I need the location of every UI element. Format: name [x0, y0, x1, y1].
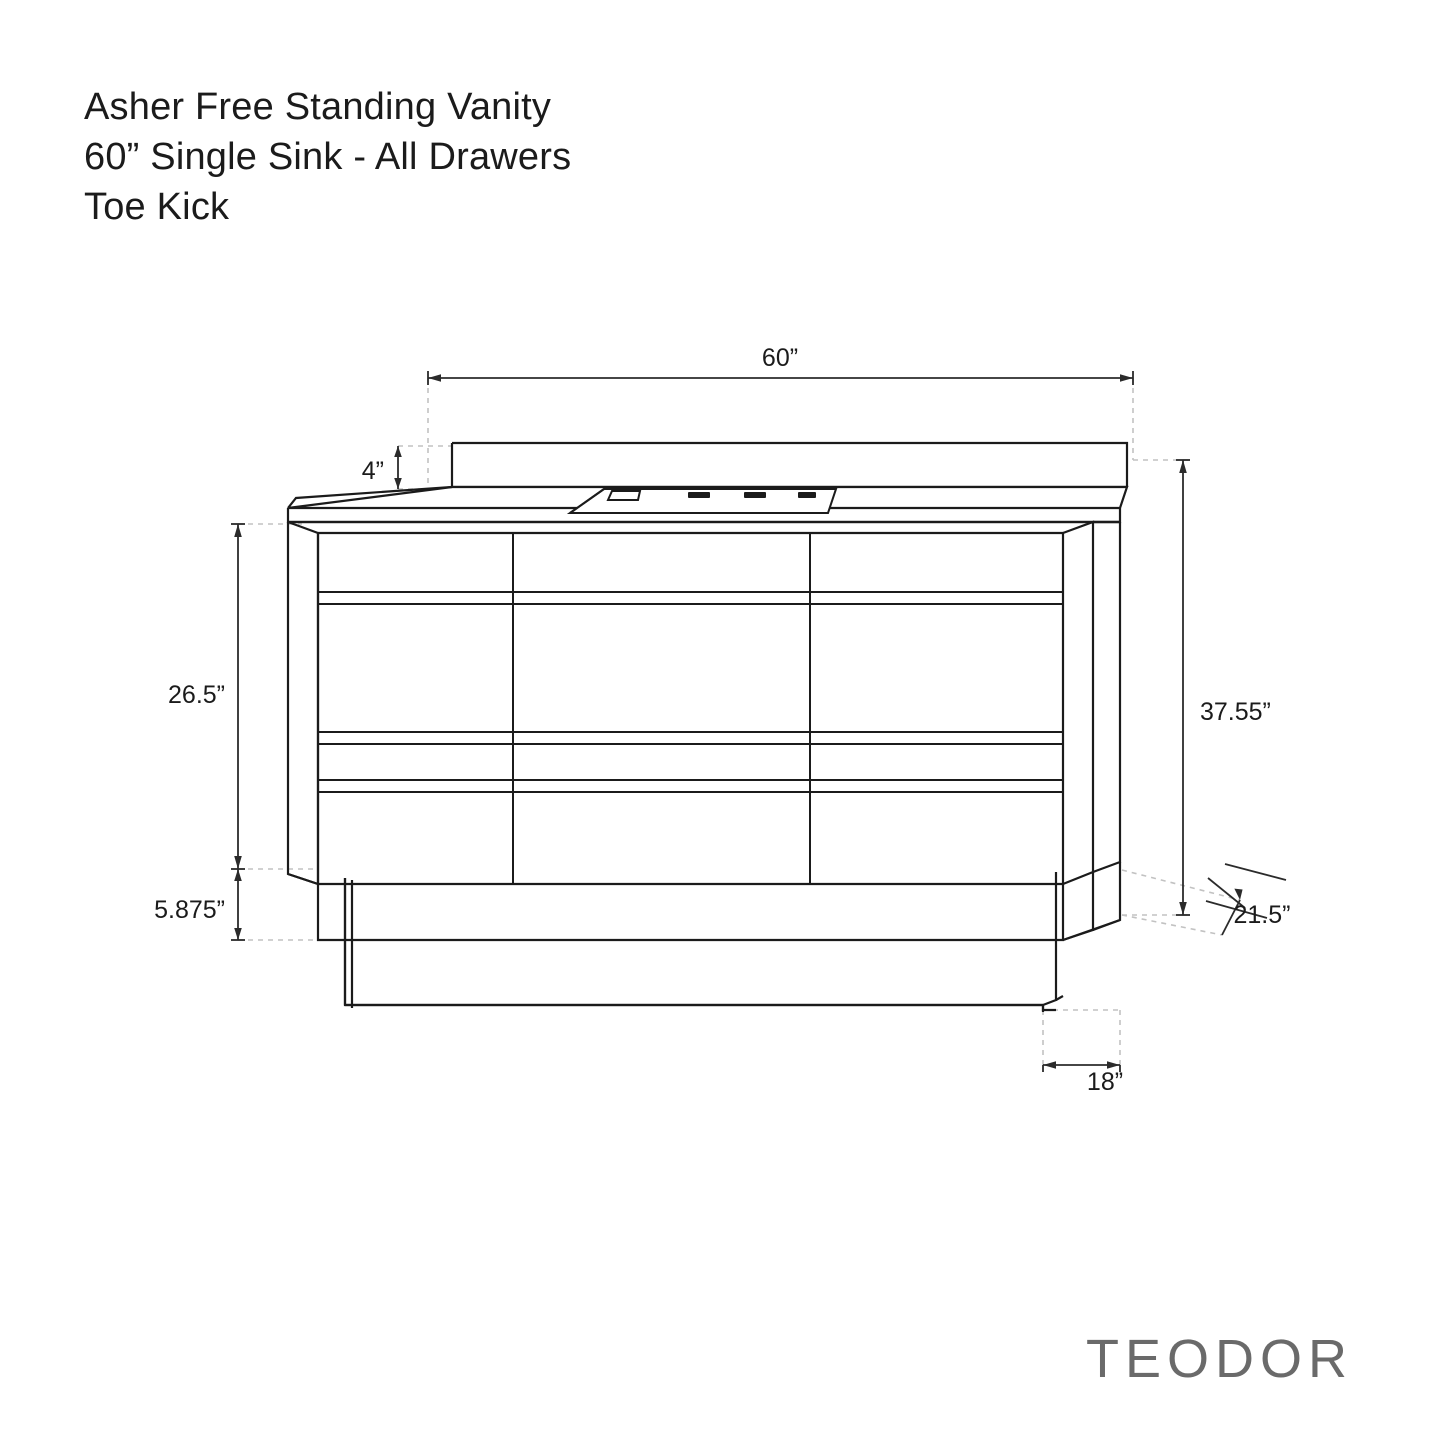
dimension-lines: [231, 371, 1287, 1072]
brand-logo: TEODOR: [1085, 1329, 1353, 1389]
base-footprint: [343, 872, 1064, 1012]
page-title: Asher Free Standing Vanity 60” Single Si…: [84, 82, 571, 232]
extension-lines: [238, 378, 1241, 1070]
drawer-fronts: [318, 533, 1063, 884]
faucet-holes: [688, 492, 816, 498]
backsplash: [450, 441, 1129, 489]
sink-cutout: [566, 488, 838, 514]
dim-base-depth-label: 18”: [1087, 1068, 1123, 1096]
cabinet-front-face: [316, 531, 1065, 886]
depth-leader-215: [1207, 877, 1246, 909]
title-line-1: Asher Free Standing Vanity: [84, 86, 552, 128]
toe-kick: [316, 862, 1122, 942]
dim-backsplash-label: 4”: [362, 457, 384, 485]
dim-toe-kick-label: 5.875”: [154, 896, 225, 924]
cabinet-left-side: [286, 520, 320, 886]
title-line-2: 60” Single Sink - All Drawers: [84, 136, 572, 179]
dim-cabinet-height-label: 26.5”: [168, 681, 225, 709]
dim-overall-height-label: 37.55”: [1200, 698, 1271, 726]
dim-counter-depth-label: 21.5”: [1234, 901, 1291, 929]
cabinet-right-side: [1062, 520, 1122, 886]
dim-width-label: 60”: [762, 344, 798, 372]
title-line-3: Toe Kick: [84, 186, 230, 229]
